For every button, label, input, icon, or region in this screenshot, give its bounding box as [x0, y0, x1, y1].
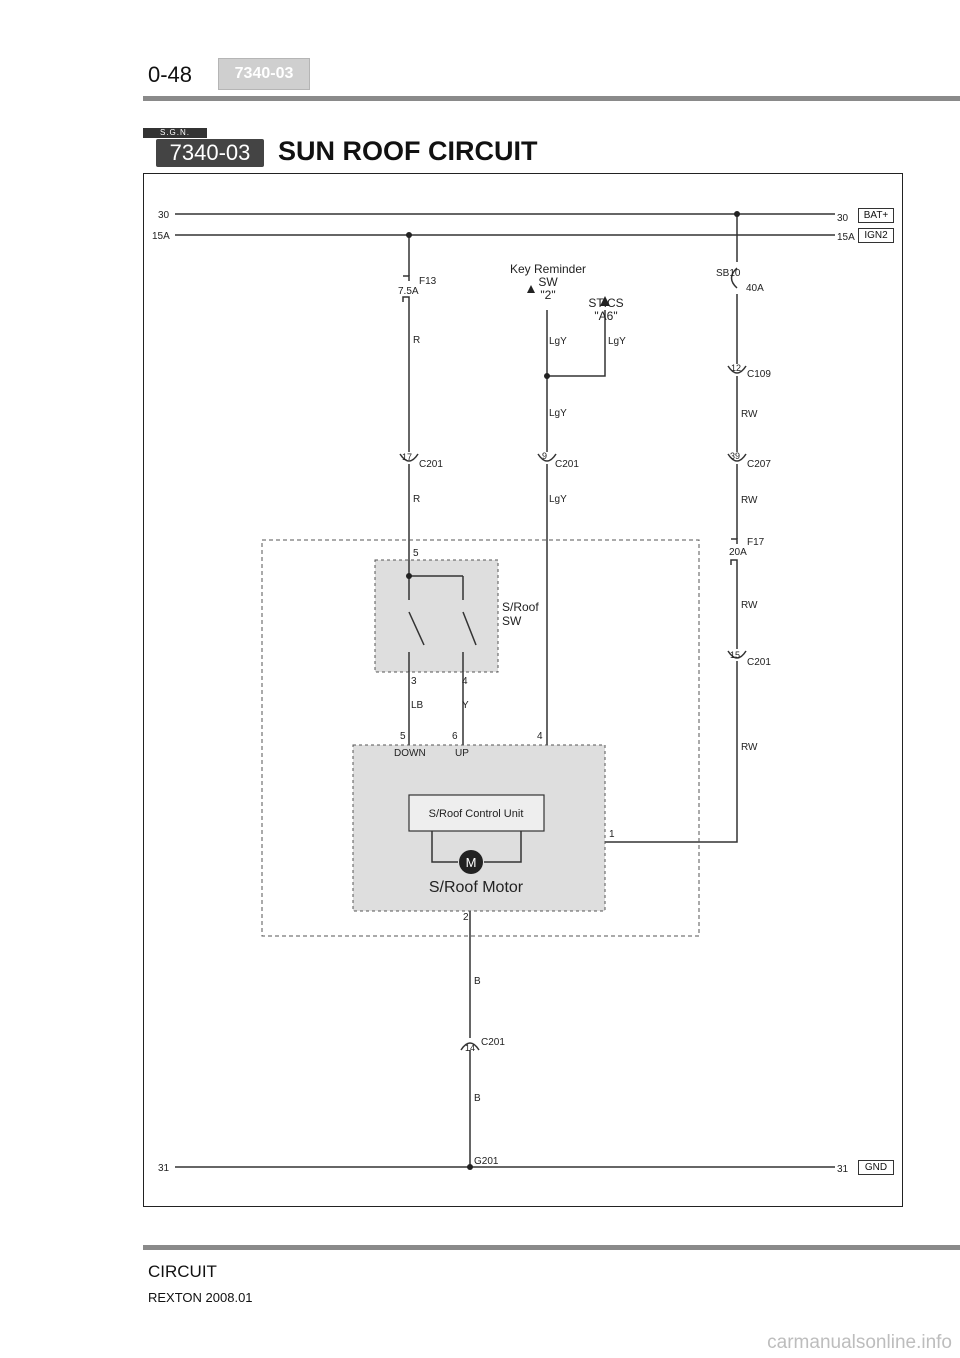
section-code-badge: 7340-03 [156, 139, 264, 167]
connector-c201-17 [399, 453, 419, 462]
fuse-f17-name: F17 [747, 537, 765, 548]
wire-color-label: LgY [549, 494, 567, 505]
connector-pin: 9 [542, 451, 547, 461]
junction-dot [734, 211, 740, 217]
footer-model-info: REXTON 2008.01 [148, 1290, 253, 1305]
fuse-f17-bottom [730, 559, 738, 565]
motor-symbol: M [466, 855, 477, 870]
header-divider [143, 96, 960, 101]
wire-color-label: RW [741, 409, 758, 420]
connector-c201-14 [460, 1042, 480, 1051]
connector-name: C109 [747, 369, 771, 380]
control-unit-box [408, 794, 545, 832]
rail-30-left-label: 30 [158, 210, 170, 221]
wire-color-label: RW [741, 495, 758, 506]
rail-tag-ign2: IGN2 [858, 228, 894, 243]
control-unit-label: S/Roof Control Unit [429, 808, 524, 820]
wire-color-label: LB [411, 700, 424, 711]
connector-pin: 17 [402, 452, 412, 462]
page-number: 0-48 [148, 62, 193, 87]
fuse-sb10 [730, 267, 738, 289]
fuse-f13-bottom [402, 296, 410, 302]
switch-label: S/Roof [502, 600, 539, 614]
junction-dot [544, 373, 550, 379]
wire-color-label: B [474, 976, 481, 987]
rail-tag-bat: BAT+ [858, 208, 894, 223]
header-section-badge: 7340-03 [218, 58, 310, 90]
sgn-tag: S.G.N. [143, 128, 207, 138]
ground-point-label: G201 [474, 1156, 499, 1167]
wire-rw-to-motor [605, 661, 738, 843]
sunroof-module-boundary [261, 539, 700, 937]
ground-junction-dot [467, 1164, 473, 1170]
wire-lgy-stics [547, 310, 606, 377]
fuse-f17-rating: 20A [729, 547, 747, 558]
rail-30-right-label: 30 [837, 213, 849, 224]
down-terminal-label: DOWN [394, 748, 426, 759]
motor-wiring [431, 831, 522, 863]
connector-name: C201 [481, 1037, 505, 1048]
switch-pin: 4 [462, 676, 468, 687]
rail-15a-right-label: 15A [837, 232, 855, 243]
wire-color-label: Y [462, 700, 469, 711]
switch-label: SW [502, 614, 522, 628]
fuse-f13-top [403, 275, 410, 281]
stics-label: STICS [588, 296, 623, 310]
connector-pin: 12 [731, 363, 741, 373]
wire-color-label: R [413, 335, 420, 346]
motor-label: S/Roof Motor [429, 879, 524, 896]
motor-unit-pin: 5 [400, 731, 406, 742]
connector-pin: 14 [465, 1043, 475, 1053]
motor-unit-pin: 4 [537, 731, 543, 742]
connector-c207-39 [727, 453, 747, 462]
connector-name: C201 [419, 459, 443, 470]
fuse-sb10-rating: 40A [746, 283, 764, 294]
junction-dot [406, 232, 412, 238]
fuse-sb10-name: SB10 [716, 268, 741, 279]
wire-color-label: LgY [549, 336, 567, 347]
wire-color-label: B [474, 1093, 481, 1104]
key-reminder-label: Key Reminder [510, 262, 586, 276]
sunroof-switch-box [374, 559, 499, 673]
arrow-stics-icon [600, 296, 610, 306]
wire-color-label: RW [741, 742, 758, 753]
wire-color-label: LgY [608, 336, 626, 347]
connector-pin: 15 [730, 650, 740, 660]
fuse-f13-rating: 7.5A [398, 286, 419, 297]
fuse-f17-top [731, 538, 738, 544]
motor-unit-pin: 2 [463, 912, 469, 923]
switch-pin: 5 [413, 548, 419, 559]
up-terminal-label: UP [455, 748, 469, 759]
wire-color-label: LgY [549, 408, 567, 419]
connector-c201-15 [727, 650, 747, 659]
rail-31-right-label: 31 [837, 1164, 849, 1175]
connector-name: C207 [747, 459, 771, 470]
connector-name: C201 [555, 459, 579, 470]
motor-unit-pin: 6 [452, 731, 458, 742]
arrow-key-reminder-icon [527, 285, 535, 293]
rail-15a-left-label: 15A [152, 231, 170, 242]
rail-tag-gnd: GND [858, 1160, 894, 1175]
footer-divider [143, 1245, 960, 1250]
watermark: carmanualsonline.info [767, 1332, 952, 1353]
rail-31-left-label: 31 [158, 1163, 170, 1174]
diagram-frame [143, 173, 903, 1207]
motor-unit-pin: 1 [609, 829, 615, 840]
key-reminder-label: SW [538, 275, 558, 289]
page-title: SUN ROOF CIRCUIT [278, 136, 538, 166]
switch-pin: 3 [411, 676, 417, 687]
wire-color-label: R [413, 494, 420, 505]
connector-name: C201 [747, 657, 771, 668]
connector-c201-9 [537, 453, 557, 462]
motor-icon [459, 850, 483, 874]
stics-label: "A6" [594, 309, 617, 323]
connector-pin: 39 [730, 451, 740, 461]
connector-c109-12 [727, 365, 747, 374]
fuse-f13-name: F13 [419, 276, 437, 287]
wire-color-label: RW [741, 600, 758, 611]
footer-section-name: CIRCUIT [148, 1262, 217, 1281]
key-reminder-label: "2" [540, 288, 555, 302]
